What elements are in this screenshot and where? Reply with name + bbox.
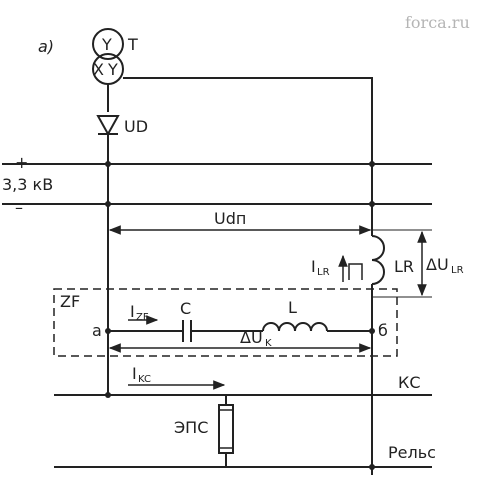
filter-label: ZF xyxy=(60,292,80,311)
ikc-label-sub: KC xyxy=(138,374,151,385)
dc-bus: + 3,3 кВ – xyxy=(2,153,432,217)
train-label: ЭПС xyxy=(174,418,208,437)
transformer-label: T xyxy=(127,35,138,54)
electric-train: ЭПС xyxy=(174,395,234,467)
ulr-label-sub: LR xyxy=(451,265,464,276)
transformer-feed-line xyxy=(123,77,373,236)
reactor-label: LR xyxy=(394,257,414,276)
reactor-current: I xyxy=(311,257,316,276)
izf-label: I xyxy=(130,302,135,321)
rectifier-label: UD xyxy=(124,117,148,136)
transformer-winding-top: Y xyxy=(101,35,112,54)
transformer-winding-y: Y xyxy=(107,60,118,79)
reactor-current-sub: LR xyxy=(317,267,330,278)
inductor-label: L xyxy=(288,298,297,317)
rail-label: Рельс xyxy=(388,443,436,462)
udp-label: Udп xyxy=(214,209,246,228)
node-b-label: б xyxy=(378,321,388,340)
bus-voltage: 3,3 кВ xyxy=(2,175,53,194)
ulr-label: ΔU xyxy=(426,255,449,274)
bus-plus: + xyxy=(15,153,28,172)
uk-label-sub: K xyxy=(265,338,272,349)
capacitor-label: C xyxy=(180,299,191,318)
bus-minus: – xyxy=(15,198,23,217)
ikc-label: I xyxy=(132,364,137,383)
rectifier-diode: UD xyxy=(96,115,148,137)
inductor-l: L xyxy=(262,298,328,332)
node-a-label: а xyxy=(92,321,102,340)
watermark-text: forca.ru xyxy=(405,13,470,32)
smoothing-reactor: LR I LR xyxy=(311,235,414,285)
transformer: Y X Y T xyxy=(92,28,138,85)
transformer-winding-x: X xyxy=(93,60,104,79)
izf-label-sub: ZF xyxy=(136,312,149,323)
contact-label: КС xyxy=(398,373,421,392)
uk-label: ΔU xyxy=(240,328,263,347)
capacitor-c: C xyxy=(180,299,192,342)
figure-label: а) xyxy=(38,37,54,56)
filter-box xyxy=(53,288,398,357)
